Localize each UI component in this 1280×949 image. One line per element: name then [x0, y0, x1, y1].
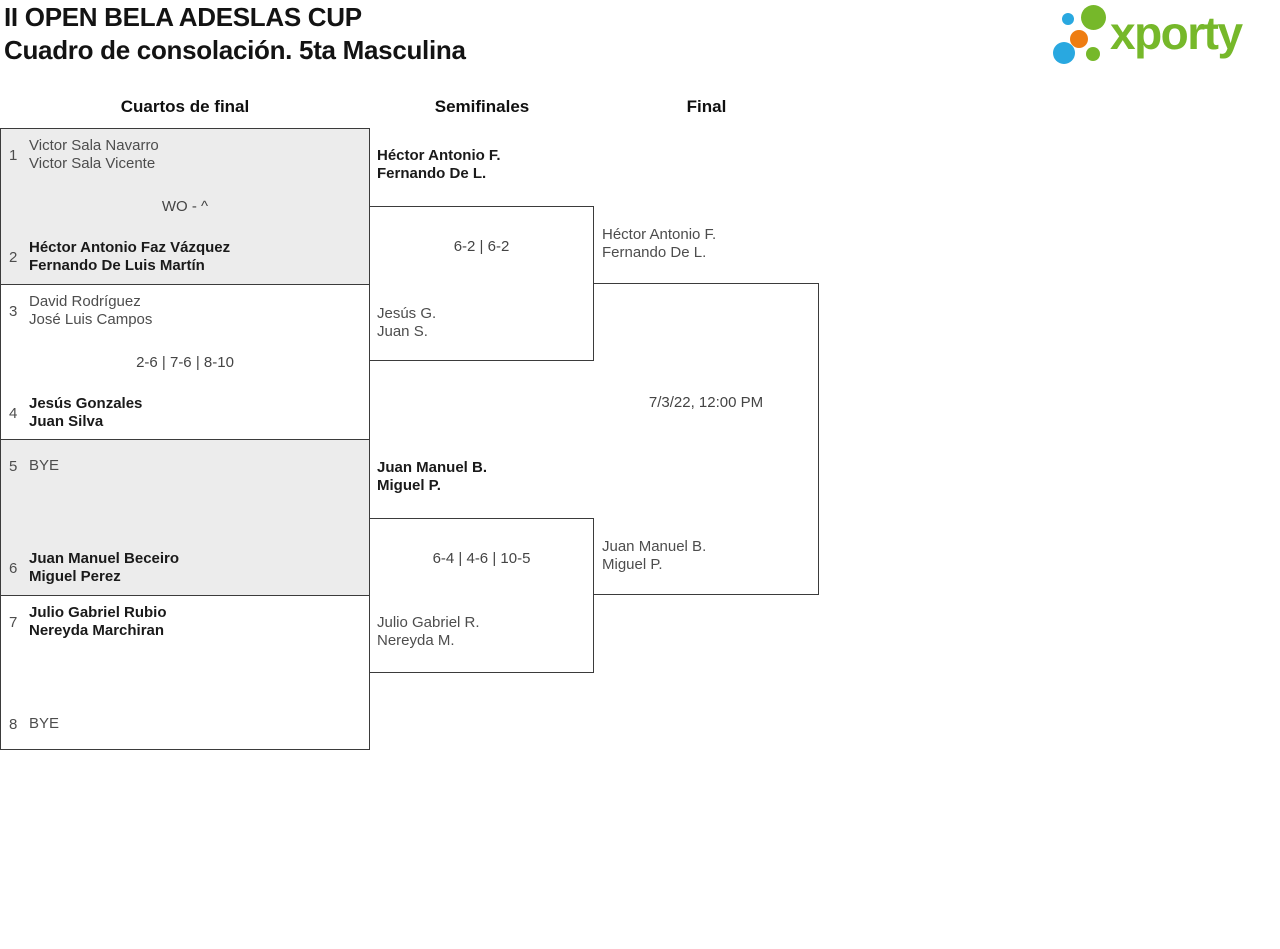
round-header-final: Final — [686, 97, 727, 116]
player-name: Juan Silva — [29, 413, 104, 430]
seed-number: 5 — [9, 457, 18, 475]
match-quarterfinal-3: 5 BYE 6 Juan Manuel Beceiro Miguel Perez — [0, 440, 370, 596]
semifinal-2-team-top: Juan Manuel B. Miguel P. — [377, 459, 487, 495]
player-name: Julio Gabriel Rubio — [29, 604, 167, 621]
logo-dot-green-small-icon — [1086, 47, 1100, 61]
team-entry-seed-6: 6 Juan Manuel Beceiro Miguel Perez — [9, 550, 363, 586]
semifinal-2-team-bottom: Julio Gabriel R. Nereyda M. — [377, 614, 480, 650]
match-score: WO - ^ — [161, 198, 209, 215]
player-name: Fernando De L. — [602, 244, 707, 261]
player-name: Victor Sala Vicente — [29, 155, 156, 172]
team-entry-seed-2: 2 Héctor Antonio Faz Vázquez Fernando De… — [9, 239, 363, 275]
match-score: 2-6 | 7-6 | 8-10 — [136, 354, 234, 371]
player-name: Juan Manuel B. — [602, 538, 707, 555]
player-name: Nereyda Marchiran — [29, 622, 165, 639]
logo-dot-green-large-icon — [1081, 5, 1106, 30]
seed-number: 2 — [9, 248, 18, 266]
logo-dot-orange-icon — [1070, 30, 1088, 48]
logo-dot-blue-large-icon — [1053, 42, 1075, 64]
round-header-semifinals: Semifinales — [434, 97, 530, 116]
semifinal-1-team-bottom: Jesús G. Juan S. — [377, 305, 436, 341]
final-team-bottom: Juan Manuel B. Miguel P. — [602, 538, 706, 574]
player-name: Miguel Perez — [29, 568, 121, 585]
player-name: Héctor Antonio F. — [377, 147, 501, 164]
player-name: Héctor Antonio F. — [602, 226, 717, 243]
player-name: BYE — [29, 457, 60, 474]
seed-number: 1 — [9, 146, 18, 164]
match-semifinal-1: 6-2 | 6-2 — [370, 206, 594, 361]
match-score: 6-2 | 6-2 — [453, 238, 510, 255]
player-name: Juan Manuel Beceiro — [29, 550, 180, 567]
player-name: Jesús G. — [377, 305, 437, 322]
player-name: Fernando De Luis Martín — [29, 257, 205, 274]
bracket-subtitle: Cuadro de consolación. 5ta Masculina — [4, 35, 466, 65]
match-final: 7/3/22, 12:00 PM — [594, 283, 819, 595]
player-name: David Rodríguez — [29, 293, 141, 310]
round-header-quarterfinals: Cuartos de final — [120, 97, 250, 116]
team-entry-seed-5: 5 BYE — [9, 448, 363, 484]
player-name: Juan Manuel B. — [377, 459, 488, 476]
semifinal-1-team-top: Héctor Antonio F. Fernando De L. — [377, 147, 501, 183]
seed-number: 6 — [9, 559, 18, 577]
player-name: Nereyda M. — [377, 632, 455, 649]
player-name: Juan S. — [377, 323, 428, 340]
seed-number: 3 — [9, 302, 18, 320]
seed-number: 7 — [9, 613, 18, 631]
match-score: 6-4 | 4-6 | 10-5 — [432, 550, 531, 567]
team-entry-seed-8: 8 BYE — [9, 706, 363, 742]
match-quarterfinal-1: 1 Victor Sala Navarro Victor Sala Vicent… — [0, 128, 370, 285]
player-name: Héctor Antonio Faz Vázquez — [29, 239, 231, 256]
player-name: José Luis Campos — [29, 311, 153, 328]
page-title: II OPEN BELA ADESLAS CUP Cuadro de conso… — [4, 1, 466, 67]
xporty-logo-text: xporty — [1110, 7, 1243, 59]
team-entry-seed-3: 3 David Rodríguez José Luis Campos — [9, 293, 363, 329]
player-name: Fernando De L. — [377, 165, 487, 182]
team-entry-seed-4: 4 Jesús Gonzales Juan Silva — [9, 395, 363, 431]
final-team-top: Héctor Antonio F. Fernando De L. — [602, 226, 716, 262]
match-semifinal-2: 6-4 | 4-6 | 10-5 — [370, 518, 594, 673]
logo-dot-blue-small-icon — [1062, 13, 1074, 25]
player-name: Julio Gabriel R. — [377, 614, 480, 631]
seed-number: 8 — [9, 715, 18, 733]
team-entry-seed-7: 7 Julio Gabriel Rubio Nereyda Marchiran — [9, 604, 363, 640]
team-entry-seed-1: 1 Victor Sala Navarro Victor Sala Vicent… — [9, 137, 363, 173]
tournament-title: II OPEN BELA ADESLAS CUP — [4, 2, 362, 32]
match-quarterfinal-2: 3 David Rodríguez José Luis Campos 2-6 |… — [0, 285, 370, 440]
seed-number: 4 — [9, 404, 18, 422]
player-name: Victor Sala Navarro — [29, 137, 159, 154]
player-name: Jesús Gonzales — [29, 395, 143, 412]
match-schedule: 7/3/22, 12:00 PM — [648, 394, 764, 411]
player-name: BYE — [29, 715, 60, 732]
player-name: Miguel P. — [377, 477, 441, 494]
match-quarterfinal-4: 7 Julio Gabriel Rubio Nereyda Marchiran … — [0, 596, 370, 750]
player-name: Miguel P. — [602, 556, 663, 573]
xporty-logo[interactable]: xporty — [1050, 0, 1272, 72]
